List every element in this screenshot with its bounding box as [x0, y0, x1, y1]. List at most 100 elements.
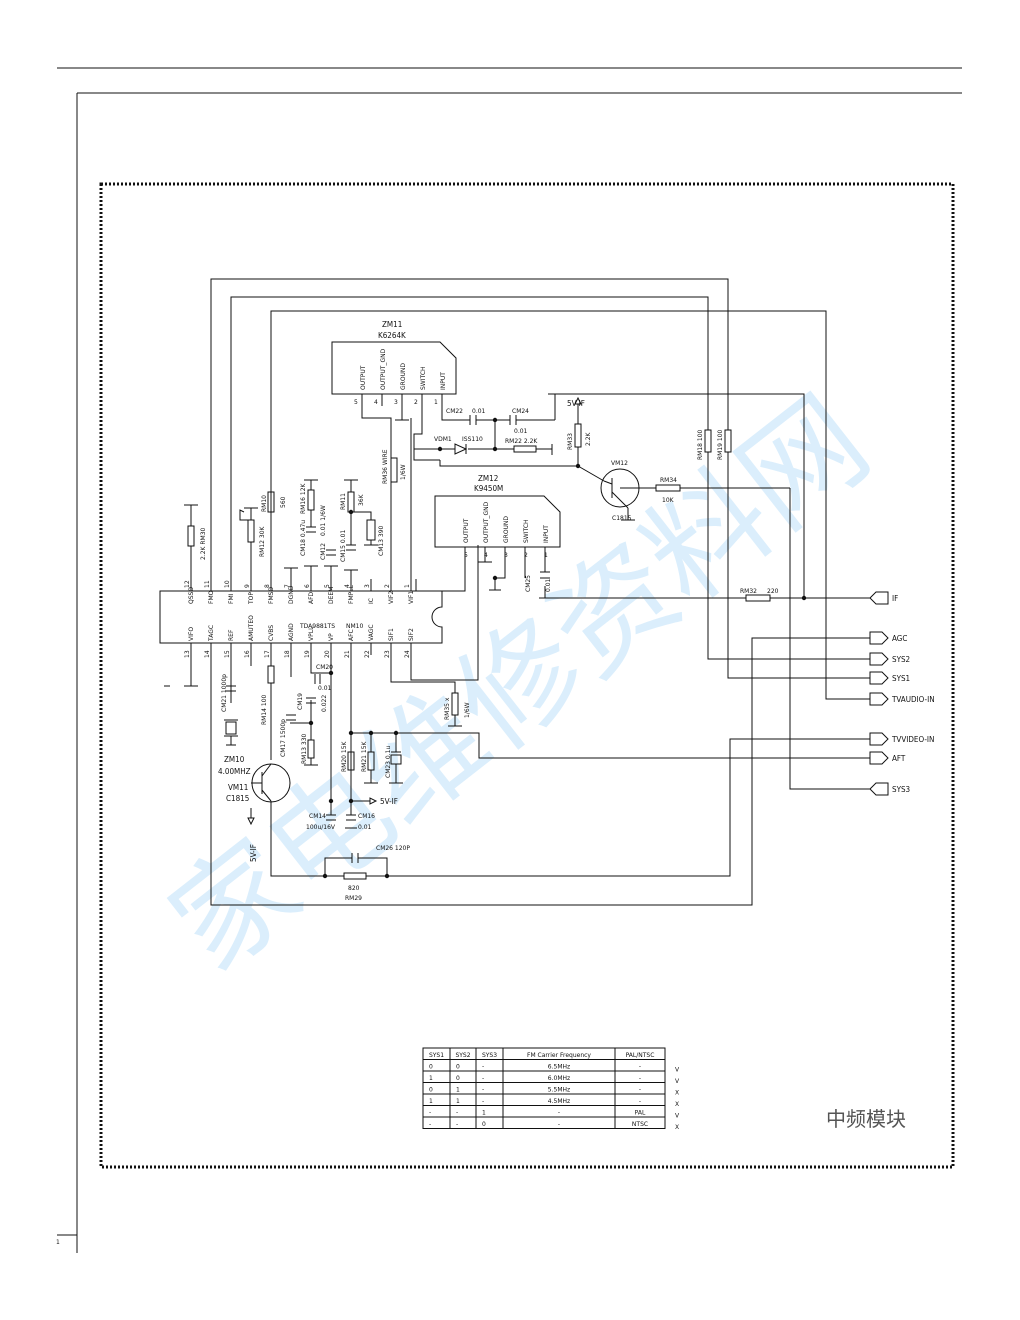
svg-text:FMO: FMO [208, 590, 215, 604]
svg-text:22: 22 [364, 650, 371, 658]
svg-text:CVBS: CVBS [268, 625, 275, 641]
label-cm18: CM18 0.47u [300, 520, 307, 556]
svg-text:SIF1: SIF1 [388, 628, 395, 641]
label-cm14-val: 100u/16V [306, 824, 336, 831]
truth-table-cell: 0 [429, 1087, 433, 1094]
cap-cm21 [226, 685, 236, 692]
label-rm20: RM20 15K [341, 740, 348, 772]
svg-text:TVVIDEO-IN: TVVIDEO-IN [891, 735, 934, 744]
svg-text:23: 23 [384, 650, 391, 658]
label-cm20: CM20 [316, 664, 333, 671]
truth-table-cell: 0 [456, 1075, 460, 1082]
truth-table-cell: 0 [429, 1064, 433, 1071]
label-cm22-val: 0.01 [472, 408, 486, 415]
svg-text:AFC: AFC [348, 629, 355, 641]
svg-text:8: 8 [264, 584, 271, 588]
svg-text:15: 15 [224, 650, 231, 658]
label-vdm1: VDM1 [434, 436, 452, 443]
res-rm35 [451, 692, 459, 716]
cap-cm17 [286, 714, 296, 721]
junction-dots [308, 417, 807, 879]
truth-table-cell: 6.5MHz [548, 1064, 570, 1071]
truth-table-cell: 5.5MHz [548, 1087, 570, 1094]
label-zm10-val: 4.00MHZ [218, 767, 251, 776]
label-rm33-val: 2.2K [585, 431, 592, 446]
svg-text:IC: IC [368, 598, 375, 604]
truth-table-cell: - [558, 1110, 560, 1117]
svg-text:INPUT: INPUT [440, 372, 447, 390]
svg-text:SYS1: SYS1 [892, 674, 910, 683]
zm11-part: K6264K [378, 331, 406, 340]
label-cm26: CM26 120P [376, 845, 410, 852]
svg-text:AFT: AFT [892, 754, 906, 763]
truth-table-cell: 1 [429, 1075, 433, 1082]
truth-table-mark: X [675, 1090, 679, 1097]
svg-text:3: 3 [504, 552, 508, 559]
label-cm20-val: 0.01 [318, 685, 332, 692]
cap-cm20 [314, 674, 321, 684]
svg-text:FMI: FMI [228, 593, 235, 604]
label-rm34: RM34 [660, 477, 677, 484]
truth-table-cell: NTSC [632, 1121, 648, 1128]
svg-text:FMPLL: FMPLL [348, 584, 355, 604]
cap-cm13 [366, 519, 376, 541]
res-rm33 [574, 423, 582, 448]
label-vm11: VM11 [228, 783, 248, 792]
svg-text:AFD: AFD [308, 591, 315, 604]
svg-text:17: 17 [264, 650, 271, 658]
truth-table-header: PAL/NTSC [626, 1052, 655, 1059]
res-rm20 [347, 751, 355, 771]
port-tvaudio-in[interactable]: TVAUDIO-IN [869, 692, 935, 706]
res-rm19 [724, 429, 732, 453]
transistor-vm12 [600, 468, 640, 509]
truth-table-cell: 1 [456, 1087, 460, 1094]
label-rm29: RM29 [345, 895, 362, 902]
port-sys3[interactable]: SYS3 [869, 782, 910, 796]
label-zm10: ZM10 [224, 755, 245, 764]
svg-text:16: 16 [244, 650, 251, 658]
cap-cm23 [390, 751, 402, 765]
margin-mark: 1 [56, 1239, 60, 1246]
label-rm16: RM16 12K [300, 482, 307, 514]
port-sys1[interactable]: SYS1 [869, 671, 910, 685]
truth-table-cell: - [429, 1110, 431, 1117]
svg-text:VPLL: VPLL [308, 626, 315, 641]
cap-cm16 [346, 814, 356, 821]
port-sys2[interactable]: SYS2 [869, 652, 910, 666]
res-rm16 [307, 489, 315, 511]
label-cm17: CM17 1500p [280, 719, 287, 757]
svg-text:VIF1: VIF1 [408, 591, 415, 604]
vcc-arrow-bottom [247, 817, 255, 826]
svg-text:INPUT: INPUT [543, 525, 550, 543]
label-rm32: RM32 [740, 588, 757, 595]
res-rm21 [367, 751, 375, 771]
label-rm36-val: 1/6W [400, 464, 407, 480]
ports: IF AGC SYS2 SYS1 TVAUDIO-IN TVVIDEO-IN A… [869, 591, 935, 796]
label-cm24: CM24 [512, 408, 529, 415]
label-rm11: RM11 [340, 493, 347, 510]
label-cm16: CM16 [358, 813, 375, 820]
label-rm14: RM14 100 [261, 694, 268, 725]
module-frame [99, 182, 955, 1169]
port-aft[interactable]: AFT [869, 751, 906, 765]
port-agc[interactable]: AGC [869, 631, 907, 645]
truth-table-cell: - [482, 1087, 484, 1094]
svg-text:12: 12 [184, 580, 191, 588]
port-tvvideo-in[interactable]: TVVIDEO-IN [869, 732, 934, 746]
truth-table-mark: V [675, 1113, 680, 1120]
label-rm34-val: 10K [662, 497, 675, 504]
res-rm22 [513, 445, 537, 453]
truth-table-cell: - [639, 1098, 641, 1105]
svg-text:2: 2 [414, 399, 418, 406]
svg-text:FMSO: FMSO [268, 587, 275, 604]
label-rm10: RM10 [261, 495, 268, 512]
res-rm30 [187, 525, 195, 547]
svg-text:SWITCH: SWITCH [420, 366, 427, 390]
port-if[interactable]: IF [869, 591, 898, 605]
zm11-ref: ZM11 [382, 320, 402, 329]
label-rm11-val: 36K [358, 493, 365, 506]
svg-text:4: 4 [484, 552, 488, 559]
